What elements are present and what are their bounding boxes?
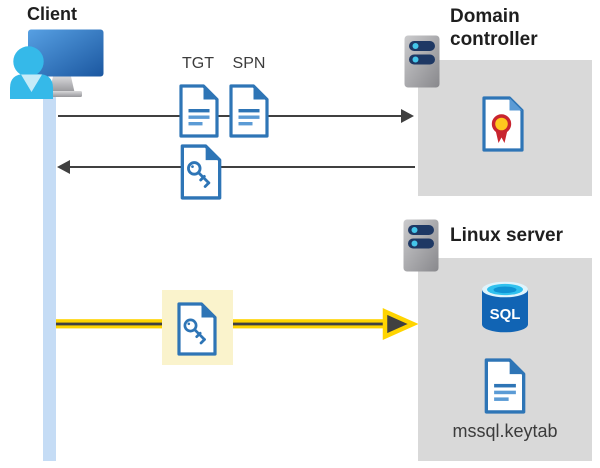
domain-controller-server-icon xyxy=(404,35,440,88)
kerberos-key-document-icon xyxy=(177,302,217,356)
kerberos-auth-arrow xyxy=(56,308,418,340)
response-arrowhead xyxy=(57,160,70,174)
keytab-document-icon xyxy=(484,358,526,414)
linux-server-icon xyxy=(403,219,439,272)
client-lifeline xyxy=(43,95,56,461)
linux-server-label: Linux server xyxy=(450,225,563,246)
sql-database-icon: SQL xyxy=(482,281,528,333)
spn-label: SPN xyxy=(232,55,266,72)
client-workstation-user-icon xyxy=(10,29,104,99)
client-label: Client xyxy=(27,4,78,24)
domain-controller-label: Domain controller xyxy=(450,6,538,50)
tgt-document-icon xyxy=(179,84,219,138)
certificate-icon xyxy=(482,96,524,152)
service-ticket-key-document-icon xyxy=(180,144,222,200)
spn-document-icon xyxy=(229,84,269,138)
tgt-label: TGT xyxy=(182,55,214,72)
response-arrow-line xyxy=(69,166,415,168)
sql-icon-label: SQL xyxy=(490,306,521,323)
request-arrowhead xyxy=(401,109,414,123)
keytab-label: mssql.keytab xyxy=(452,421,558,441)
